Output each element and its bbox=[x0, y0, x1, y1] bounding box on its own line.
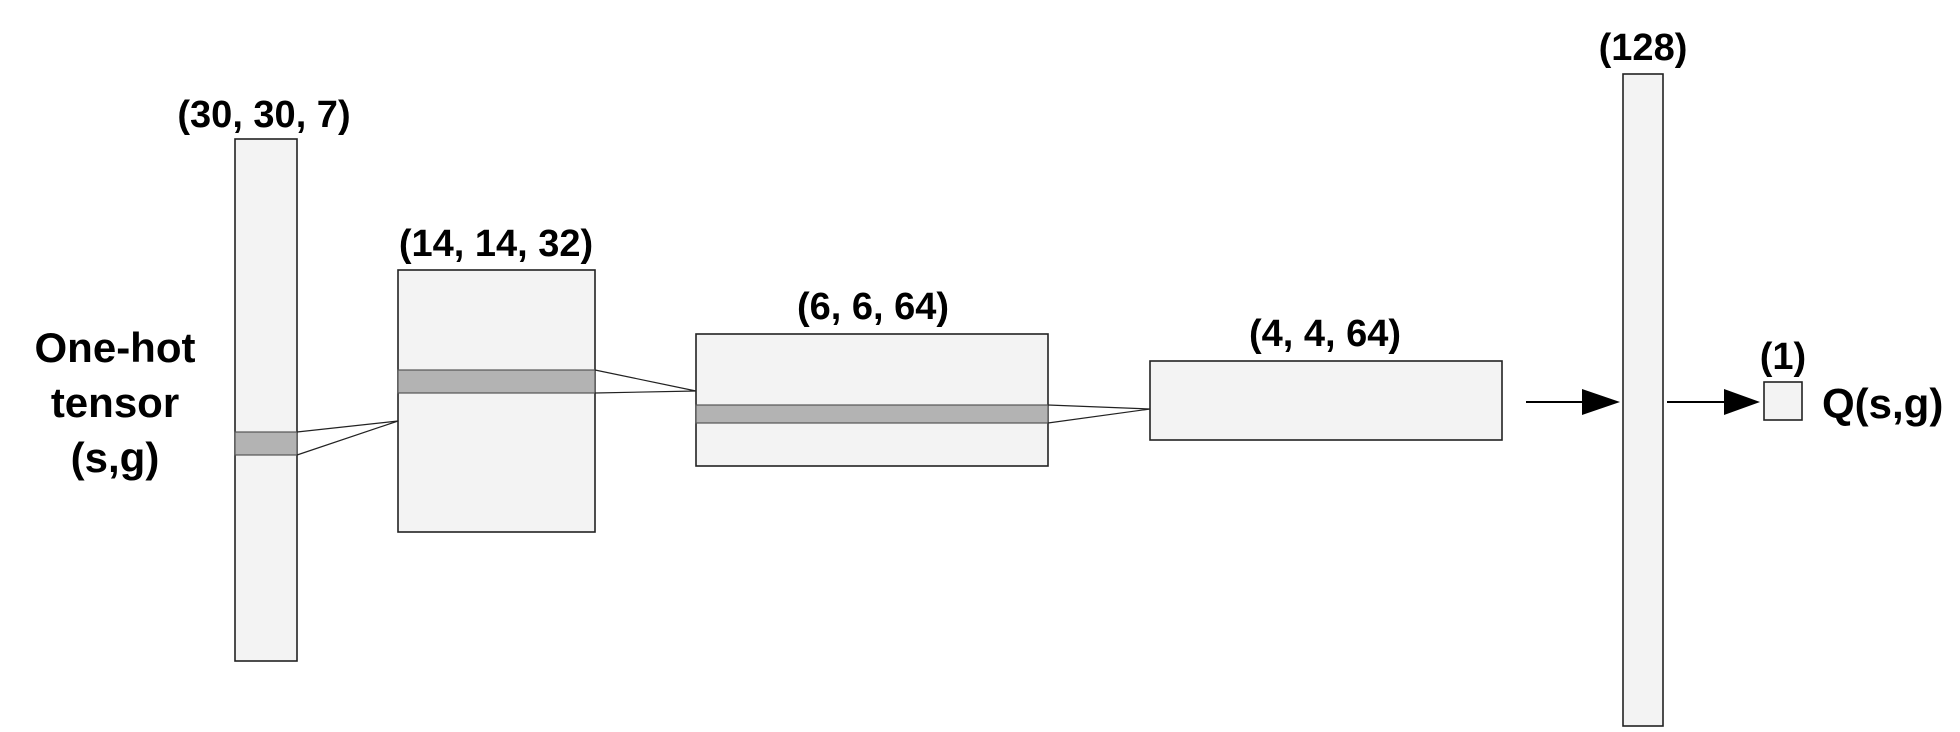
conv3-to-dense-arrow-icon bbox=[1582, 389, 1620, 415]
input-label-line-2: tensor bbox=[51, 379, 179, 426]
conv1-feature-map-box bbox=[397, 269, 596, 533]
dense-dims-label: (128) bbox=[1599, 27, 1688, 69]
output-unit-box bbox=[1763, 381, 1803, 421]
input-tensor-box bbox=[234, 138, 298, 662]
conv1-to-conv2-connector-top bbox=[594, 369, 697, 392]
conv3-dims-label: (4, 4, 64) bbox=[1249, 313, 1401, 355]
conv2-to-conv3-connector-bottom bbox=[1047, 408, 1151, 424]
input-dims-label: (30, 30, 7) bbox=[177, 94, 350, 136]
output-label: Q(s,g) bbox=[1822, 380, 1943, 427]
input-to-conv1-connector-top bbox=[296, 420, 399, 433]
conv2-kernel-slice bbox=[695, 404, 1049, 424]
dense-layer-box bbox=[1622, 73, 1664, 727]
input-kernel-slice bbox=[234, 431, 298, 456]
conv3-feature-map-box bbox=[1149, 360, 1503, 441]
conv2-dims-label: (6, 6, 64) bbox=[797, 286, 949, 328]
conv1-dims-label: (14, 14, 32) bbox=[399, 223, 593, 265]
conv2-feature-map-box bbox=[695, 333, 1049, 467]
dense-to-output-arrow-icon bbox=[1724, 389, 1760, 415]
input-label-line-3: (s,g) bbox=[71, 434, 160, 481]
conv1-kernel-slice bbox=[397, 369, 596, 394]
output-dims-label: (1) bbox=[1760, 336, 1806, 378]
conv1-to-conv2-connector-bottom bbox=[594, 390, 697, 394]
conv2-to-conv3-connector-top bbox=[1047, 404, 1151, 410]
input-label-line-1: One-hot bbox=[35, 324, 196, 371]
input-to-conv1-connector-bottom bbox=[296, 420, 399, 456]
